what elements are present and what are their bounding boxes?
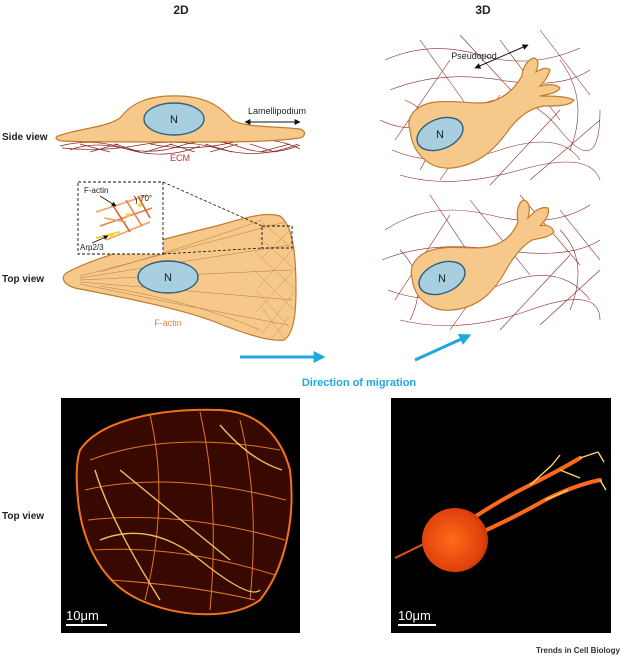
ecm-label: ECM [170, 153, 190, 163]
cell-3d-side [408, 57, 575, 169]
arp23-label: Arp2/3 [80, 243, 104, 252]
micrograph-3d [391, 398, 611, 633]
zoom-connector-bottom [162, 247, 263, 255]
zoom-region-box [261, 225, 293, 249]
f-actin-inset-label: F-actin [84, 186, 108, 195]
header-3d: 3D [475, 3, 491, 17]
pseudopod-arrow [474, 44, 529, 69]
scale-bar-label-right: 10μm [398, 608, 431, 623]
micrograph-2d [61, 398, 300, 633]
direction-label: Direction of migration [302, 377, 417, 389]
nucleus-3d-side [416, 116, 464, 152]
row-label-micrograph-top-view: Top view [2, 511, 44, 522]
actin-branched-network [95, 194, 153, 241]
f-actin-cell-label: F-actin [154, 318, 182, 328]
angle-arc [133, 195, 138, 205]
zoom-connector-top [162, 181, 263, 227]
nucleus-label-2d-side: N [170, 114, 178, 126]
f-actin-pointer [99, 195, 117, 207]
row-label-top-view: Top view [2, 274, 44, 285]
angle-label: 70° [140, 194, 152, 203]
row-label-side-view: Side view [2, 132, 48, 143]
lamellipodium-label: Lamellipodium [248, 106, 306, 116]
lamellipodium-mesh-2d [253, 221, 297, 339]
nucleus-label-3d-top: N [438, 273, 446, 285]
arp23-pointer [91, 235, 109, 244]
journal-credit: Trends in Cell Biology [536, 646, 621, 655]
scale-bar-label-left: 10μm [66, 608, 99, 623]
pseudopod-label: Pseudopod [451, 51, 497, 61]
arp23-complexes [95, 203, 142, 239]
migration-arrow-3d [414, 333, 472, 362]
header-2d: 2D [173, 3, 189, 17]
ecm-fibers-2d-side [59, 139, 301, 155]
nucleus-label-3d-side: N [436, 129, 444, 141]
nucleus-3d-top [418, 260, 466, 296]
nucleus-label-2d-top: N [164, 272, 172, 284]
nucleus-2d-top [137, 260, 199, 294]
nucleus-2d-side [143, 102, 205, 136]
